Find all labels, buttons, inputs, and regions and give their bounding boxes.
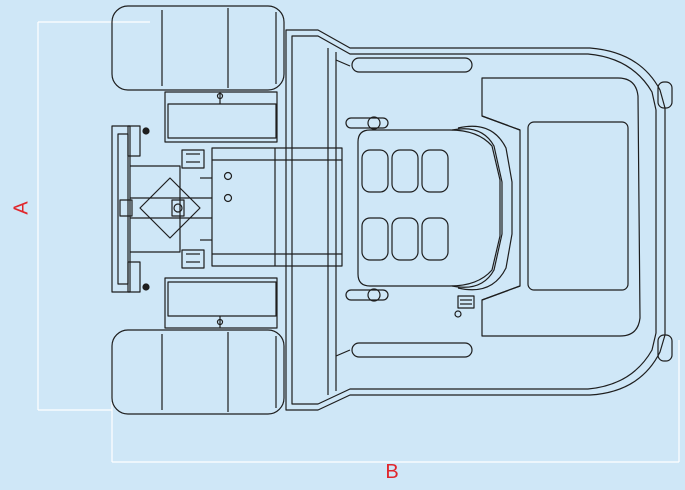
center-chassis [200, 147, 343, 267]
seat-cushion [361, 149, 389, 193]
rail-top [351, 57, 473, 73]
motor-housing [211, 147, 343, 267]
dimension-b-label: B [385, 461, 398, 483]
axle-block-bottom [164, 277, 278, 329]
hood-panel [527, 121, 629, 291]
front-bumpers [657, 81, 673, 362]
hood [481, 77, 641, 337]
rear-wheel-top [111, 5, 285, 91]
axle-blocks [164, 91, 278, 329]
front-right-lamp [657, 334, 673, 362]
rear-hitch [111, 125, 212, 293]
lever-left [345, 117, 389, 129]
linkage-bracket [181, 249, 205, 269]
rear-wheel-bottom [111, 329, 285, 415]
seat-cushion [421, 149, 449, 193]
control-knob [457, 295, 475, 309]
operator-seat [357, 125, 513, 291]
dimension-a-label: A [10, 201, 32, 215]
front-left-lamp [657, 81, 673, 109]
seat-cushion [361, 217, 389, 261]
lever-right [345, 289, 389, 301]
rail-bottom [351, 342, 473, 358]
bolt [223, 193, 233, 203]
seat-cushion [391, 217, 419, 261]
axle-block-top [164, 91, 278, 143]
control-levers [345, 116, 475, 318]
footboard-rails [335, 57, 473, 358]
seat-cushion [391, 149, 419, 193]
seat-cushion [421, 217, 449, 261]
hitch-plate [111, 125, 131, 293]
linkage-frame [139, 177, 201, 239]
bolt [223, 171, 233, 181]
linkage-bracket [181, 149, 205, 169]
